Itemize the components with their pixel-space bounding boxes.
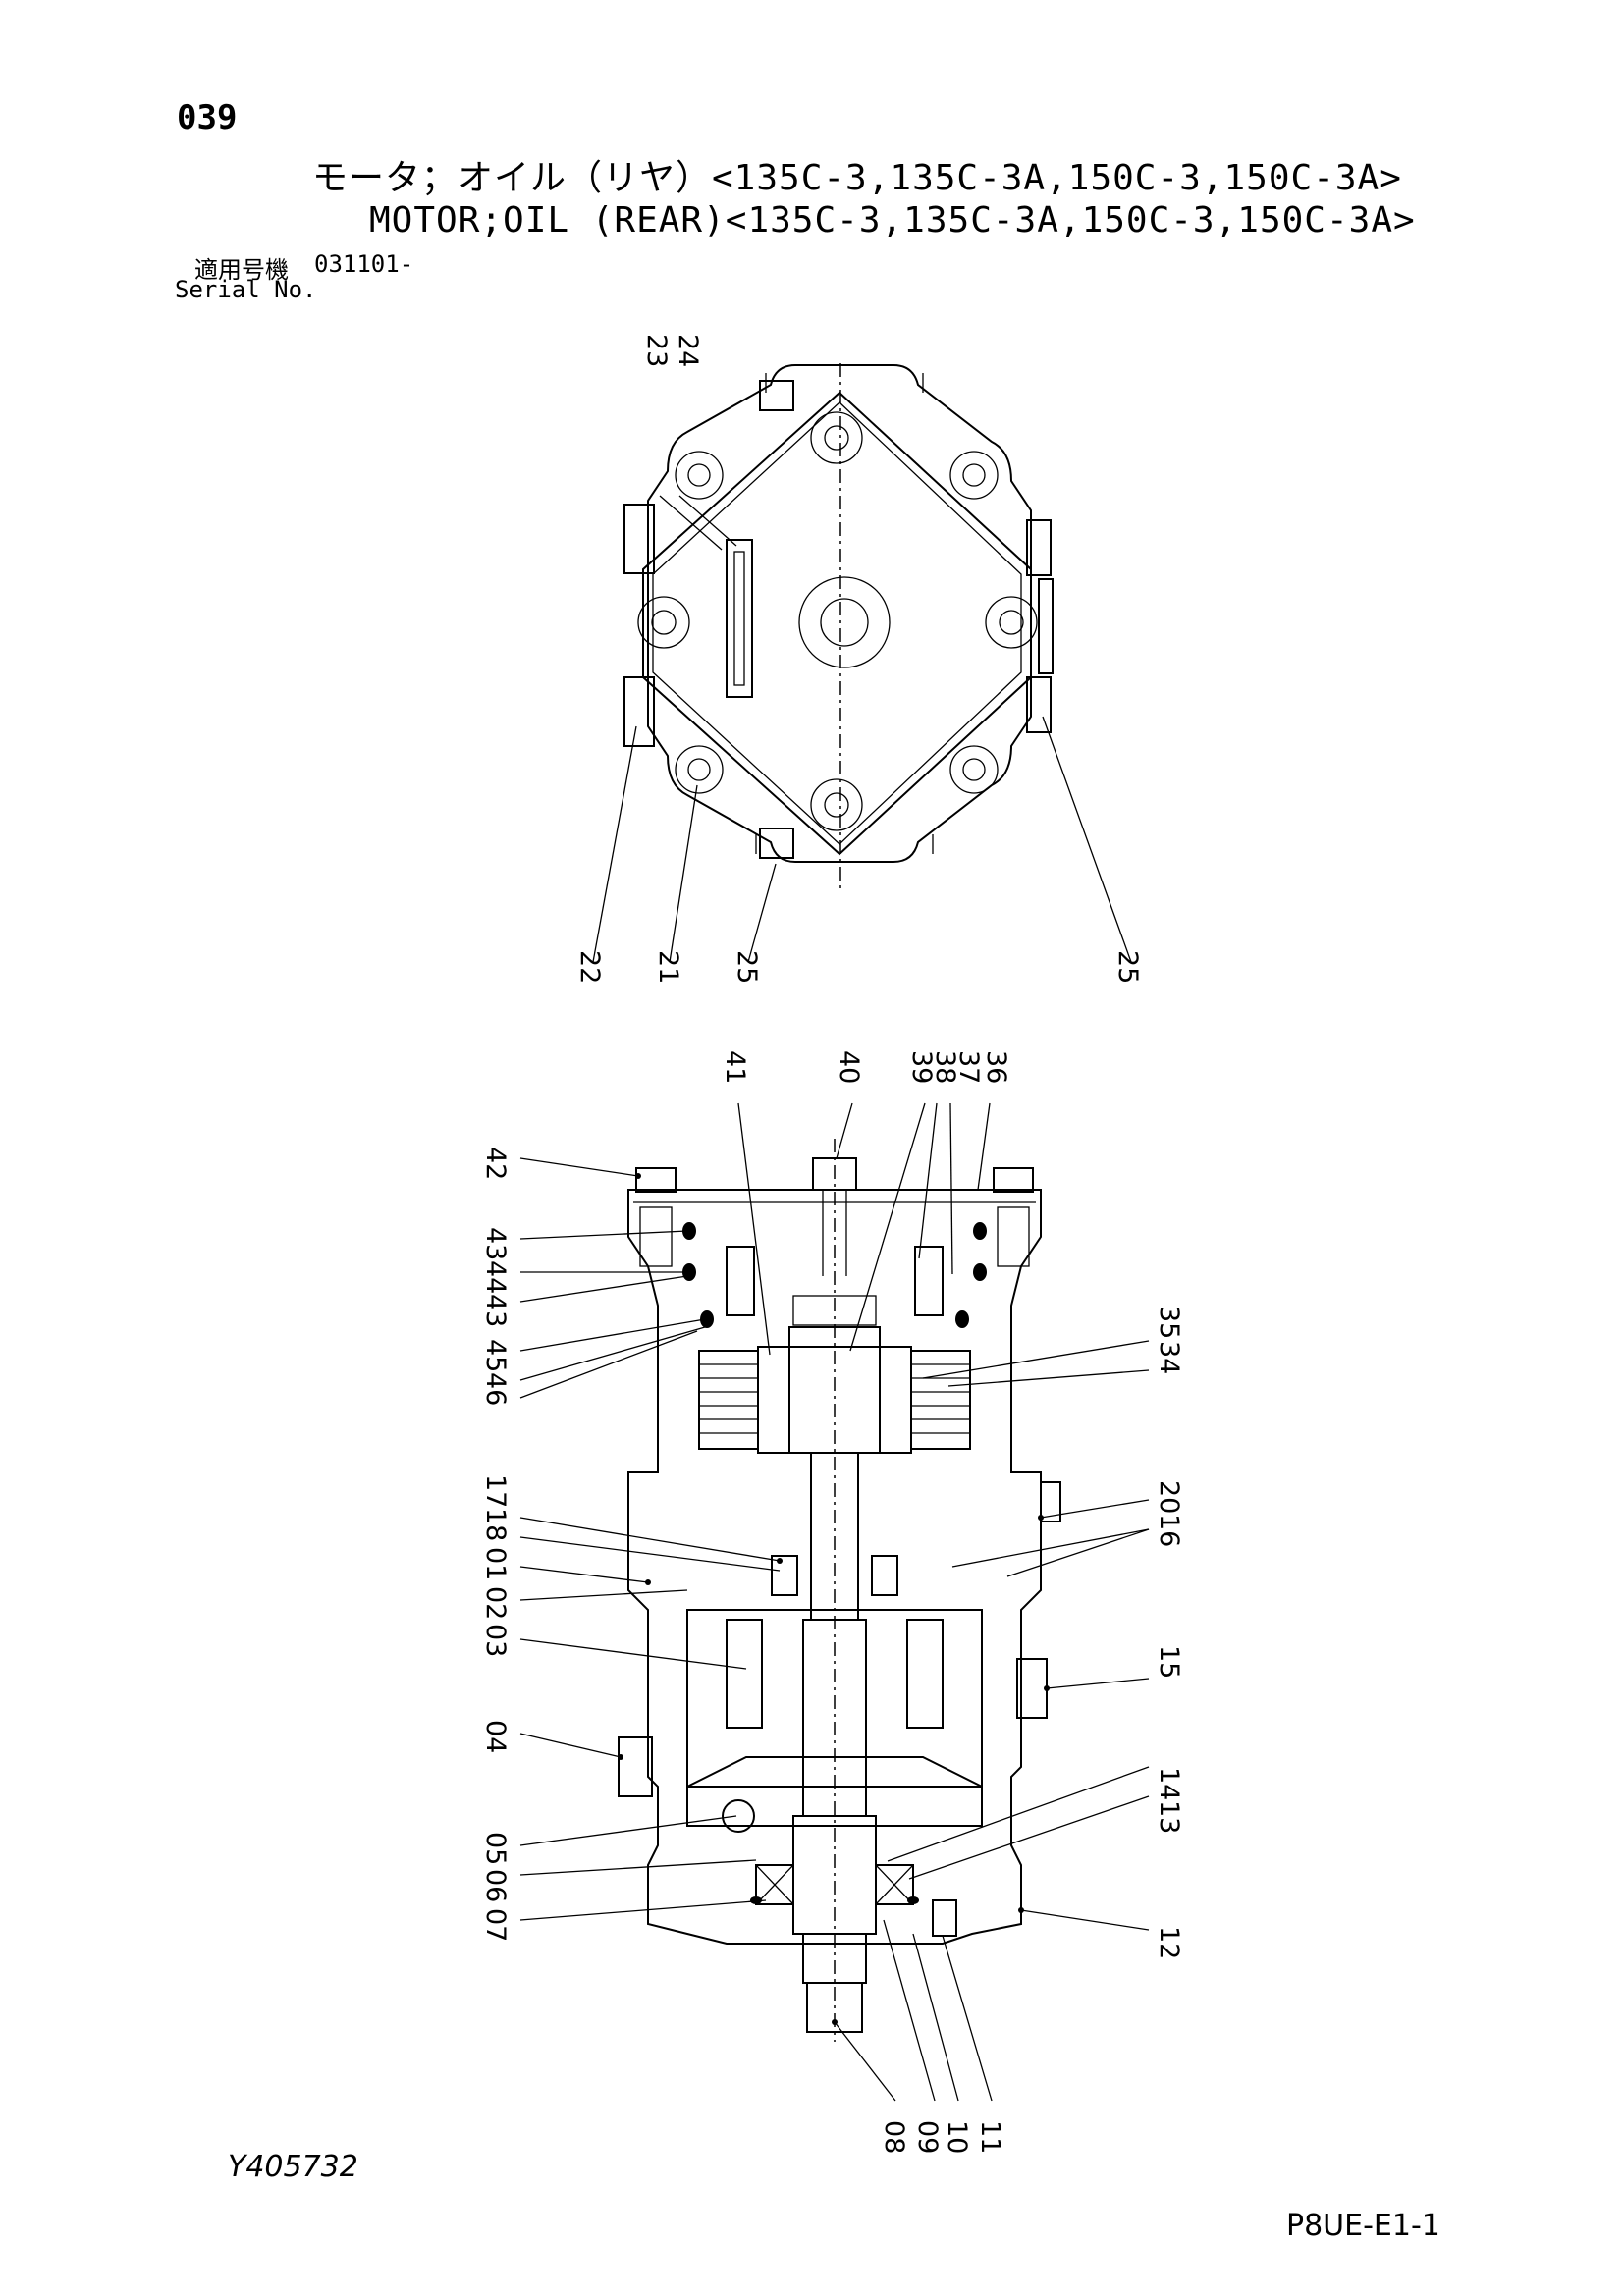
- callout: 43: [480, 1227, 511, 1260]
- callout: 36: [981, 1050, 1011, 1084]
- page-title-en: MOTOR;OIL (REAR)<135C-3,135C-3A,150C-3,1…: [369, 200, 1416, 240]
- callout: 24: [673, 334, 703, 367]
- callout: 07: [480, 1908, 511, 1942]
- serial-label-en: Serial No.: [175, 276, 317, 303]
- callout: 43: [480, 1294, 511, 1327]
- callout: 41: [720, 1050, 750, 1084]
- page-title-jp: モータ；オイル（リヤ）<135C-3,135C-3A,150C-3,150C-3…: [312, 158, 1402, 198]
- serial-value: 031101-: [314, 250, 414, 278]
- callout: 37: [953, 1050, 984, 1084]
- drawing-number: Y405732: [228, 2150, 358, 2184]
- callout: 38: [930, 1050, 960, 1084]
- callout: 35: [1154, 1306, 1184, 1339]
- callout: 17: [480, 1474, 511, 1508]
- callout: 03: [480, 1624, 511, 1657]
- section-view-callouts-left: 42 43 44 43 45 46 17 18 01 02 03 04 05 0…: [480, 1147, 511, 1942]
- callout: 42: [480, 1147, 511, 1180]
- callout: 01: [480, 1547, 511, 1580]
- callout: 11: [975, 2120, 1005, 2154]
- section-view-callouts-top: 41 40 39 38 37 36: [720, 1050, 1011, 1084]
- callout: 44: [480, 1260, 511, 1294]
- callout: 18: [480, 1508, 511, 1541]
- top-view-callouts: 23 24 22 21 25 25: [574, 334, 1143, 984]
- callout: 34: [1154, 1341, 1184, 1374]
- serial-label-jp: 適用号機: [194, 256, 289, 284]
- callout: 39: [906, 1050, 937, 1084]
- section-view-callouts-bottom: 08 09 10 11: [879, 2120, 1005, 2154]
- callout: 46: [480, 1372, 511, 1406]
- section-view-callouts-right: 35 34 20 16 15 14 13 12: [1154, 1306, 1184, 1959]
- callout: 06: [480, 1869, 511, 1902]
- callout: 23: [641, 334, 672, 367]
- motor-section-view: [618, 1139, 1061, 2042]
- callout: 15: [1154, 1645, 1184, 1679]
- callout: 13: [1154, 1800, 1184, 1834]
- callout: 10: [942, 2120, 972, 2154]
- callout: 14: [1154, 1767, 1184, 1800]
- callout: 45: [480, 1339, 511, 1372]
- motor-top-view: [592, 363, 1132, 963]
- callout: 40: [834, 1050, 864, 1084]
- page-number: 039: [177, 98, 238, 137]
- callout: 04: [480, 1720, 511, 1753]
- callout: 22: [574, 950, 605, 984]
- callout: 12: [1154, 1926, 1184, 1959]
- callout: 20: [1154, 1480, 1184, 1514]
- callout: 21: [653, 950, 683, 984]
- page-code: P8UE-E1-1: [1286, 2209, 1440, 2243]
- callout: 02: [480, 1586, 511, 1620]
- callout: 25: [1112, 950, 1143, 984]
- callout: 05: [480, 1832, 511, 1865]
- callout: 09: [912, 2120, 943, 2154]
- callout: 08: [879, 2120, 909, 2154]
- callout: 25: [731, 950, 762, 984]
- callout: 16: [1154, 1514, 1184, 1547]
